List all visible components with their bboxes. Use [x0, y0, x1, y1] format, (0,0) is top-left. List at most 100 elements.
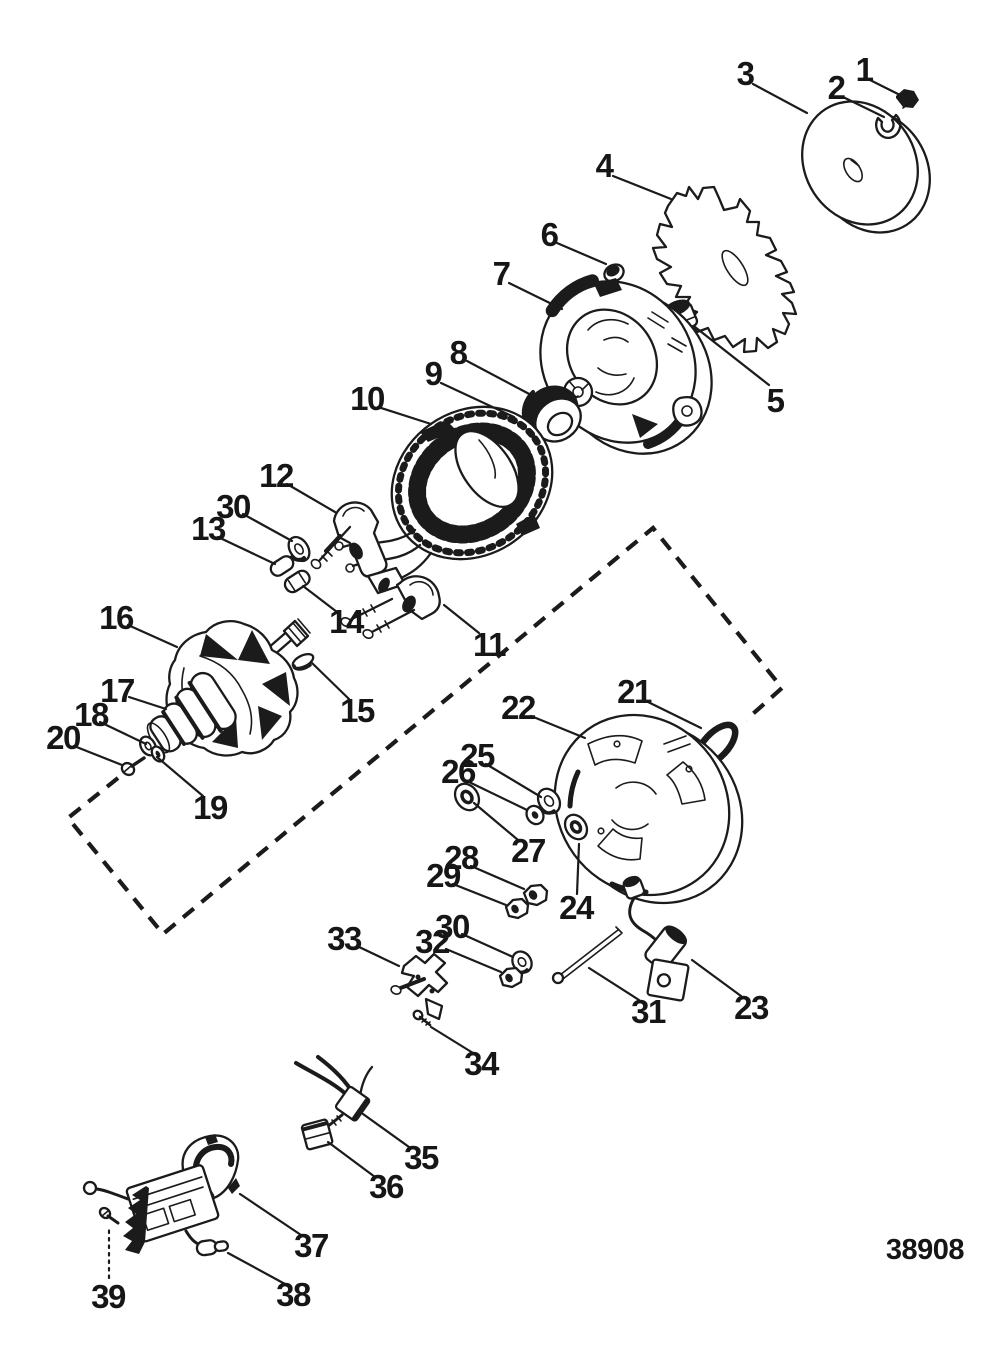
leader-23 — [690, 958, 743, 998]
leader-31 — [587, 966, 641, 1002]
callout-26: 26 — [441, 753, 476, 790]
brush-holder-lower-drawing — [340, 566, 441, 639]
callout-16: 16 — [99, 599, 134, 636]
spacer-block-drawing — [300, 1118, 334, 1151]
callout-7: 7 — [493, 255, 510, 292]
leader-27 — [472, 801, 520, 842]
callout-20: 20 — [46, 719, 80, 756]
leader-33 — [355, 944, 401, 968]
leader-36 — [326, 1140, 377, 1179]
washer-25-drawing — [536, 787, 562, 815]
callout-14: 14 — [329, 603, 365, 640]
washer-27-drawing — [453, 782, 481, 812]
callout-24: 24 — [559, 889, 595, 926]
callout-19: 19 — [193, 789, 228, 826]
callout-5: 5 — [767, 382, 785, 419]
leader-32 — [444, 947, 503, 974]
callout-37: 37 — [294, 1227, 328, 1264]
leader-22 — [529, 714, 587, 740]
callout-8a: 8 — [450, 334, 468, 371]
leader-2 — [841, 95, 886, 119]
leader-1 — [868, 78, 910, 101]
callout-22: 22 — [501, 689, 536, 726]
callout-30b: 30 — [435, 908, 469, 945]
callout-33: 33 — [327, 920, 362, 957]
leader-8a — [465, 359, 535, 398]
leader-19 — [155, 755, 205, 798]
nut-28-drawing — [522, 883, 549, 907]
callout-15: 15 — [340, 692, 375, 729]
leader-4 — [611, 174, 673, 201]
callout-23: 23 — [734, 989, 769, 1026]
leader-37 — [238, 1192, 303, 1237]
capacitor-drawing — [628, 896, 690, 1002]
screw-34-drawing — [412, 1009, 432, 1027]
insulator-sleeve-14-drawing — [283, 569, 311, 594]
leader-30a — [241, 512, 294, 543]
front-bearing-drawing — [521, 385, 582, 443]
stator-drawing — [334, 405, 554, 579]
leader-25 — [484, 762, 543, 799]
callout-2: 2 — [828, 69, 846, 106]
lock-washer-drawing — [875, 113, 902, 139]
leader-30b — [460, 932, 515, 959]
leader-24 — [575, 842, 581, 896]
rear-housing-drawing — [553, 713, 744, 905]
callout-17: 17 — [100, 672, 134, 709]
callout-28: 28 — [444, 839, 479, 876]
leader-lines — [72, 78, 910, 1286]
fan-drawing — [651, 185, 798, 354]
pulley-drawing — [801, 100, 931, 234]
callout-3: 3 — [737, 55, 755, 92]
callout-38: 38 — [276, 1276, 311, 1313]
callout-25: 25 — [460, 737, 495, 774]
leader-34 — [429, 1025, 475, 1055]
callout-6: 6 — [541, 216, 559, 253]
leader-15 — [310, 661, 351, 701]
leader-26 — [465, 779, 529, 812]
leader-29 — [451, 882, 508, 907]
leader-13 — [216, 535, 277, 566]
callout-4: 4 — [596, 147, 615, 184]
terminal-bracket-drawing — [390, 952, 449, 1021]
callout-10: 10 — [350, 380, 384, 417]
callout-27: 27 — [511, 832, 545, 869]
nut-32-drawing — [498, 966, 524, 989]
screw-20-drawing — [120, 756, 146, 777]
leader-35 — [361, 1112, 411, 1149]
washer-30-upper-drawing — [287, 535, 311, 563]
callout-36: 36 — [369, 1168, 404, 1205]
leader-38 — [226, 1251, 287, 1286]
leader-28 — [469, 864, 526, 891]
callout-31: 31 — [631, 993, 666, 1030]
drawing-number: 38908 — [886, 1234, 965, 1266]
leader-11 — [442, 603, 481, 635]
leader-20 — [72, 744, 124, 767]
callout-30a: 30 — [216, 488, 250, 525]
small-nut-drawing — [603, 263, 625, 283]
callout-9: 9 — [425, 355, 443, 392]
leader-9 — [439, 381, 516, 419]
callout-labels: 1234567891011121314151617181920212223242… — [46, 51, 875, 1315]
leader-21 — [644, 699, 703, 730]
callout-39: 39 — [91, 1278, 126, 1315]
brush-holder-upper-drawing — [310, 501, 388, 578]
nut-29-drawing — [504, 897, 530, 920]
callout-12: 12 — [259, 457, 294, 494]
cover-drawing — [181, 1134, 240, 1200]
washer-24-drawing — [563, 813, 589, 841]
leader-10 — [376, 405, 433, 426]
callout-18: 18 — [74, 696, 109, 733]
leader-7 — [507, 281, 564, 311]
assembly-group-dashed-outline — [65, 525, 785, 937]
callout-32: 32 — [415, 923, 450, 960]
callout-11: 11 — [473, 626, 506, 663]
terminal-stud-drawing — [551, 926, 623, 985]
screw-39-drawing — [98, 1206, 120, 1225]
callout-1: 1 — [856, 51, 874, 88]
callout-13: 13 — [191, 510, 226, 547]
callout-29: 29 — [426, 857, 461, 894]
leader-3 — [751, 82, 809, 115]
leader-12 — [285, 482, 337, 514]
